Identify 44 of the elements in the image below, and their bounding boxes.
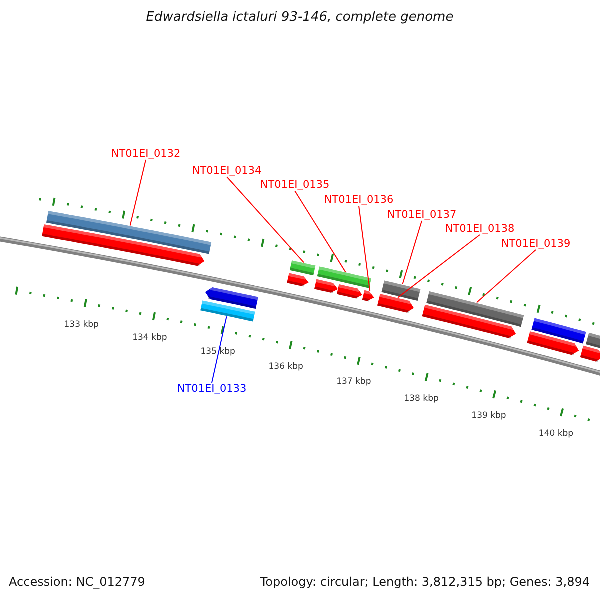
leader-line	[358, 206, 371, 292]
gene-label: NT01EI_0136	[324, 194, 394, 206]
cds-bar	[580, 346, 600, 362]
gene-bar	[586, 332, 600, 350]
cds-bar	[287, 273, 309, 287]
genome-info-text: Topology: circular; Length: 3,812,315 bp; Genes: 3,894	[260, 575, 590, 589]
leader-line	[402, 220, 422, 285]
gene-label: NT01EI_0135	[260, 179, 330, 191]
gene-bar	[290, 260, 316, 276]
leader-line	[130, 160, 146, 226]
gene-label: NT01EI_0139	[501, 238, 571, 250]
cds-bar	[527, 332, 580, 356]
title: Edwardsiella ictaluri 93-146, complete genome	[145, 10, 455, 25]
leader-line	[476, 250, 536, 304]
scale-label: 134 kbp	[132, 333, 168, 344]
gene-bar	[532, 318, 586, 344]
cds-bar	[362, 290, 374, 302]
gene-bar	[426, 292, 524, 328]
cds-bar	[314, 279, 338, 294]
scale-label: 140 kbp	[538, 428, 574, 439]
leader-line	[226, 176, 304, 264]
scale-label: 136 kbp	[268, 362, 304, 372]
scale-label: 139 kbp	[472, 410, 506, 421]
cds-bar	[422, 304, 516, 339]
gene-label: NT01EI_0138	[445, 223, 515, 235]
gene-bar	[382, 280, 421, 301]
gene-bar	[46, 211, 212, 254]
gene-label: NT01EI_0137	[387, 209, 457, 221]
gene-label: NT01EI_0132	[111, 148, 181, 160]
accession-text: Accession: NC_012779	[9, 575, 146, 589]
cds-bar	[378, 294, 414, 314]
scale-label: 133 kbp	[64, 320, 99, 330]
gene-bar	[317, 266, 372, 288]
leader-line	[294, 190, 346, 273]
leader-line	[398, 234, 480, 298]
cds-bar	[42, 224, 205, 266]
cds-bar	[205, 287, 258, 309]
gene-label: NT01EI_0134	[192, 165, 262, 177]
scale-label: 135 kbp	[200, 347, 236, 358]
scale-label: 138 kbp	[404, 394, 439, 404]
gene-bar	[200, 300, 256, 322]
leader-line	[212, 316, 228, 384]
gene-label: NT01EI_0133	[177, 383, 247, 395]
scale-label: 137 kbp	[336, 377, 372, 388]
